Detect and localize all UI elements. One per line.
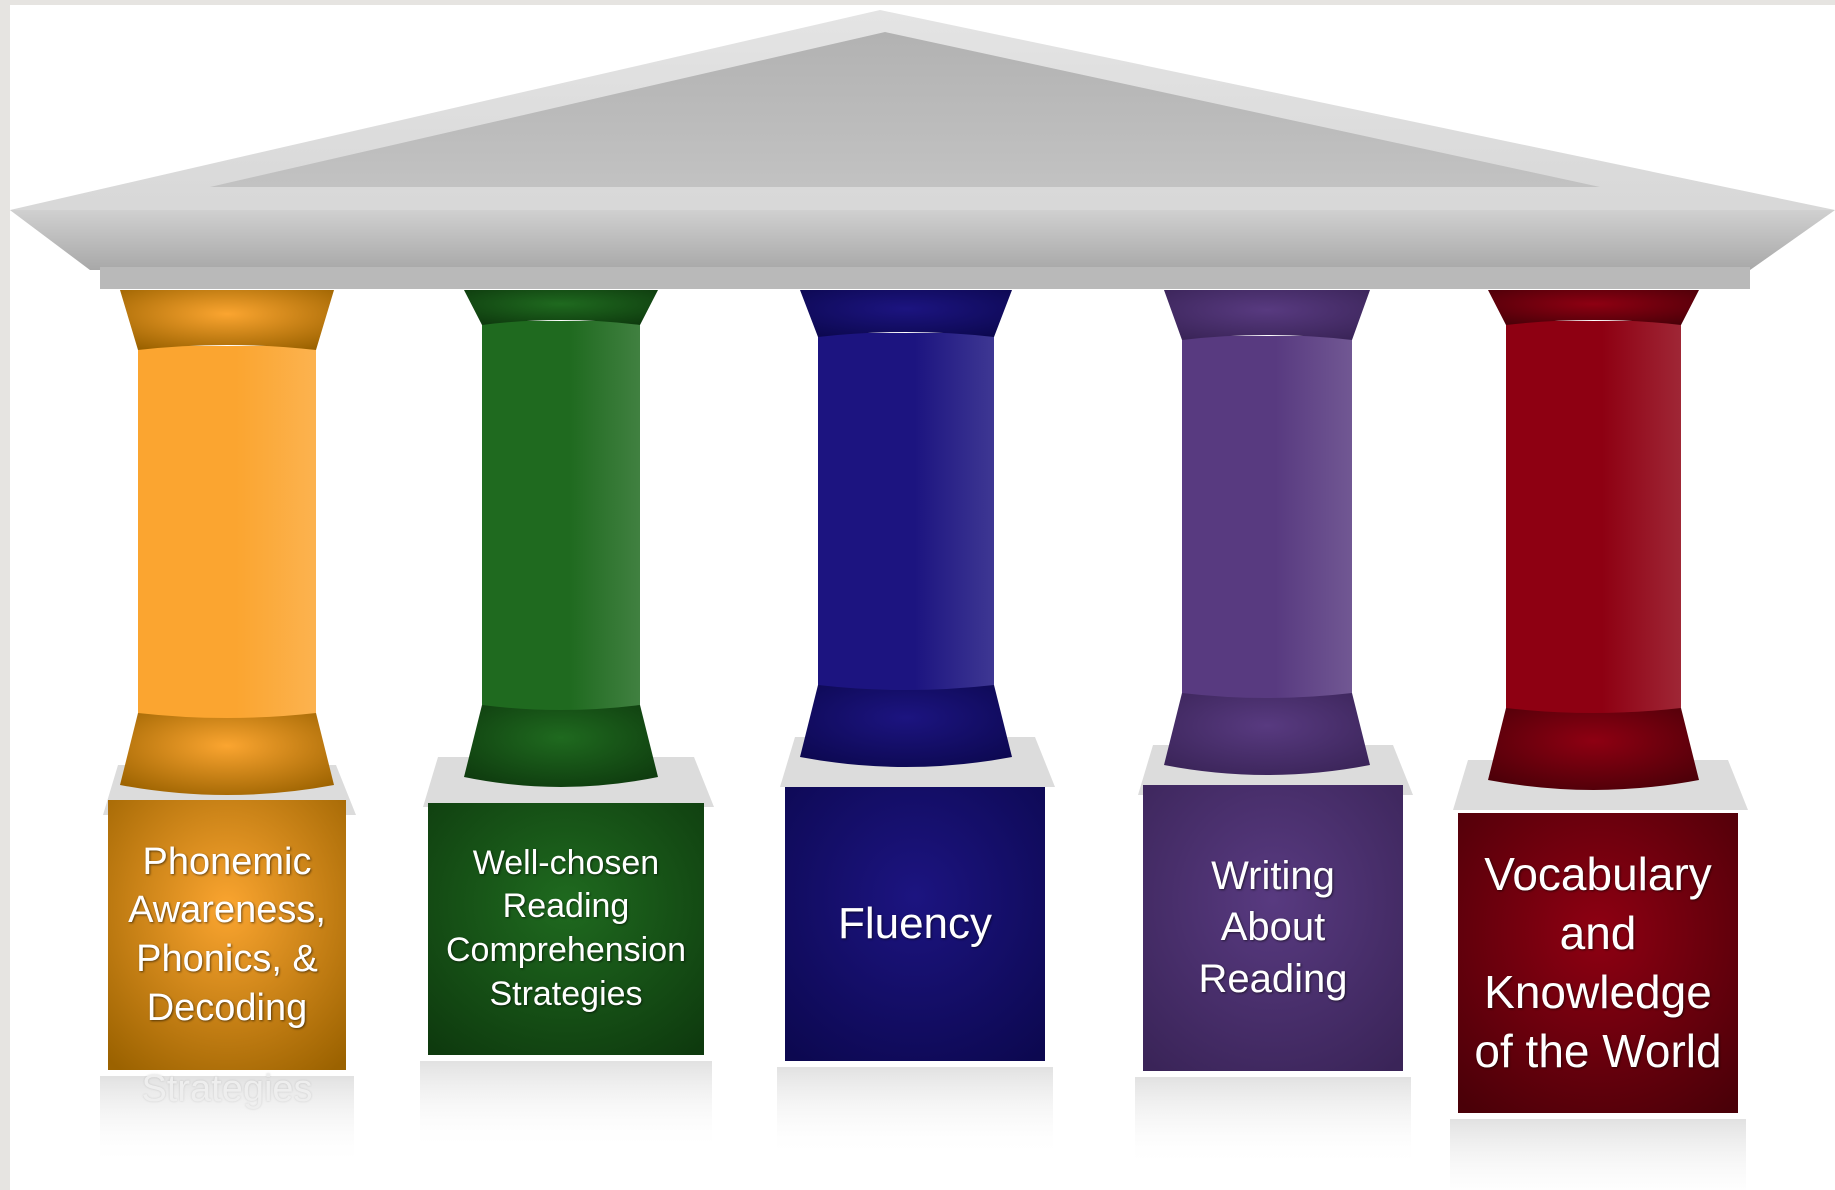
pillar-foot (1164, 693, 1370, 775)
pillar-label-1: Phonemic Awareness, Phonics, & Decoding (108, 800, 346, 1070)
pillar-foot (1488, 708, 1699, 790)
pillar-reflection (100, 1076, 354, 1166)
pillar-label-text: Well-chosen Reading Comprehension Strate… (445, 843, 687, 1013)
pillar-5 (1450, 290, 1748, 1190)
pillar-label-box (428, 803, 704, 1055)
pillar-1 (100, 290, 356, 1166)
roof-beam (100, 267, 1750, 289)
pillar-label-text: Fluency (837, 898, 993, 948)
temple-graphic (10, 10, 1835, 1190)
pillar-label-text: Writing About Reading (1198, 854, 1348, 1001)
pillar-capital (800, 290, 1012, 337)
pillar-label-5: Vocabulary and Knowledge of the World (1458, 813, 1738, 1113)
pillar-shaft (1182, 336, 1352, 709)
pillar-foot (120, 713, 334, 795)
roof-ledge (10, 210, 1835, 270)
pillar-label-text: Vocabulary and Knowledge of the World (1474, 848, 1722, 1077)
pillar-reflection (420, 1061, 712, 1151)
pillar-reflection (1135, 1077, 1411, 1167)
pillar-label-box (108, 800, 346, 1070)
pillar-label-overflow: Strategies (141, 1067, 313, 1110)
pillar-2 (420, 290, 714, 1151)
pillar-shaft (1506, 321, 1681, 724)
pillar-capital (1488, 290, 1699, 325)
pillar-shaft (138, 346, 316, 729)
pillar-label-text: Phonemic Awareness, Phonics, & Decoding (128, 840, 326, 1029)
pillar-label-box (1143, 785, 1403, 1071)
pillar-capital (464, 290, 658, 325)
pillar-label-box (785, 787, 1045, 1061)
pillar-label-2: Well-chosen Reading Comprehension Strate… (428, 803, 704, 1055)
pillar-capital (1164, 290, 1370, 340)
pillar-foot (464, 705, 658, 787)
pillar-reflection (777, 1067, 1053, 1157)
pillar-label-box (1458, 813, 1738, 1113)
pillar-3 (777, 290, 1055, 1157)
roof-pediment (210, 32, 1600, 187)
pillar-capital (120, 290, 334, 350)
pillar-label-3: Fluency (785, 787, 1045, 1061)
pillar-shaft (818, 333, 994, 701)
pillar-reflection (1450, 1119, 1746, 1190)
pillar-4 (1135, 290, 1413, 1167)
pillar-shaft (482, 321, 640, 721)
pillar-label-4: Writing About Reading (1143, 785, 1403, 1071)
roof (10, 10, 1835, 289)
pillar-foot (800, 685, 1012, 767)
